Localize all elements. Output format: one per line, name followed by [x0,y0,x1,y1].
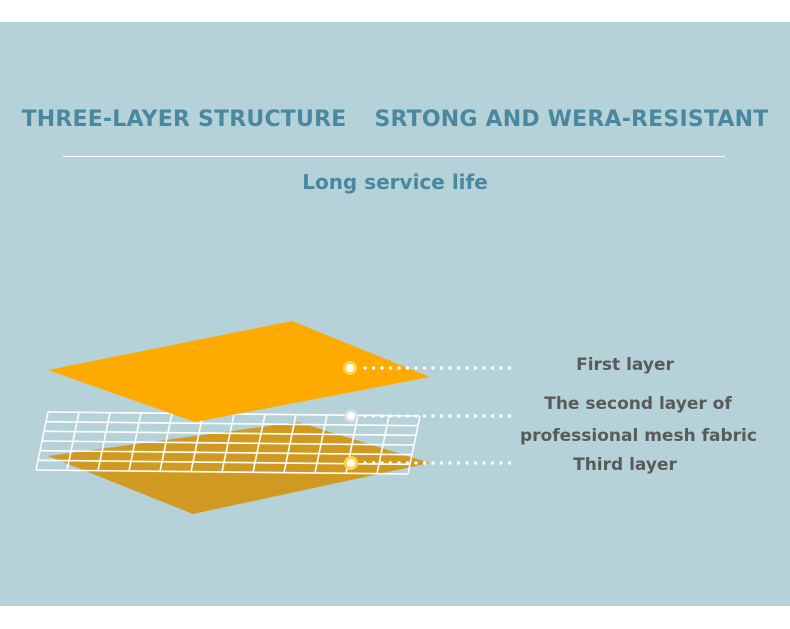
top-layer [48,321,430,422]
leader-dot [431,414,435,418]
leader-dot [388,414,393,418]
mesh-strand [376,415,390,474]
leader-dot [431,366,435,370]
leader-dot [499,461,503,465]
mesh-strand [97,412,111,471]
bottom-layer [48,422,430,514]
mesh-strand [159,413,173,472]
headline: THREE-LAYER STRUCTURE SRTONG AND WERA-RES… [0,107,790,132]
mesh-strand [35,411,49,471]
leader-dot [499,366,503,370]
leader-dot [397,461,401,465]
leader-dot [371,366,376,370]
leader-dot [473,461,478,465]
leader-dot [414,414,418,418]
leader-dot [397,414,401,418]
leader-dot [371,414,376,418]
mesh-layer [35,411,421,475]
leader-dot [414,366,418,370]
leader-dot [507,414,512,418]
leader-dot [448,461,452,465]
leader-dot [405,461,410,465]
leader-dot [507,461,512,465]
leader-dot [499,414,503,418]
leader-dot [482,461,486,465]
leader-lines [343,361,512,470]
leader-dot [456,461,461,465]
mesh-strand [221,413,235,473]
leader-dot [388,366,393,370]
leader-dot [448,366,452,370]
leader-dot [482,414,486,418]
leader-dot [371,461,376,465]
leader-dot [380,414,384,418]
leader-dot [482,366,486,370]
mesh-strand [407,415,421,475]
label-second-layer-line1: The second layer of [544,394,732,414]
leader-dot [363,414,367,418]
mesh-strand [128,412,142,472]
leader-dot [465,461,469,465]
headline-right: SRTONG AND WERA-RESISTANT [374,107,769,132]
leader-dot [431,461,435,465]
leader-dot [473,366,478,370]
leader-dot [439,461,444,465]
leader-line-second [363,414,512,418]
leader-dot [490,366,495,370]
leader-dot [439,366,444,370]
leader-dot [465,414,469,418]
mesh-strand [314,414,328,474]
leader-dot [363,366,367,370]
leader-dot [397,366,401,370]
leader-line-first [363,366,512,370]
leader-dot [422,366,427,370]
leader-dot [414,461,418,465]
mesh-strand [66,412,80,471]
leader-dot [388,461,393,465]
leader-dot [448,414,452,418]
mesh-strand [190,413,204,472]
leader-dot [405,366,410,370]
leader-dot [456,414,461,418]
label-second-layer: The second layer of professional mesh fa… [520,388,757,452]
label-first-layer: First layer [576,355,674,375]
label-third-layer: Third layer [573,455,677,475]
background-panel [0,22,790,606]
leader-dot [490,461,495,465]
mesh-strand [252,414,266,473]
label-second-layer-line2: professional mesh fabric [520,426,757,446]
leader-dot [380,366,384,370]
leader-dot [473,414,478,418]
headline-left: THREE-LAYER STRUCTURE [21,107,347,132]
leader-dot [439,414,444,418]
leader-dot [507,366,512,370]
mesh-strand [283,414,297,473]
leader-dot [422,414,427,418]
leader-dot [456,366,461,370]
leader-dot [405,414,410,418]
leader-dot [380,461,384,465]
leader-line-third [363,461,512,465]
divider-line [63,156,725,157]
leader-dot [490,414,495,418]
leader-dot [422,461,427,465]
leader-dot [465,366,469,370]
leader-dot [363,461,367,465]
subtitle: Long service life [302,170,488,194]
